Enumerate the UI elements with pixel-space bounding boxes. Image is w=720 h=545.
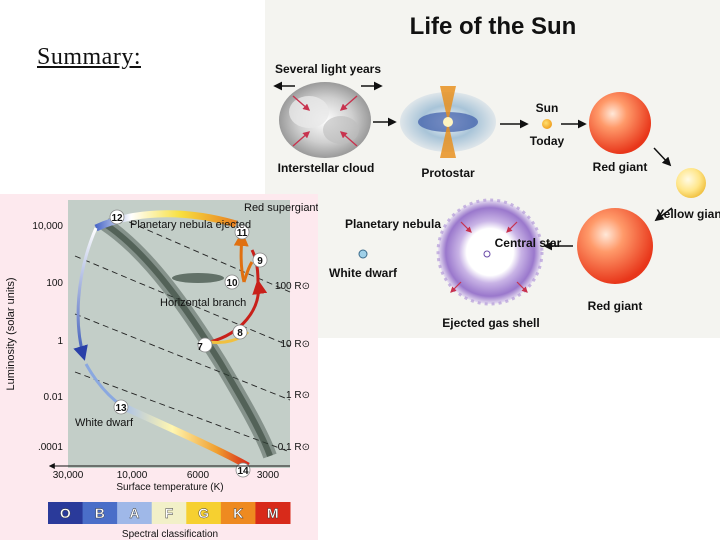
stage-label-10: 10	[226, 278, 238, 289]
protostar-label: Protostar	[421, 166, 475, 180]
radius-label-1: 1 R⊙	[286, 390, 310, 401]
y-tick-0-0001: .0001	[38, 442, 63, 453]
y-tick-10000: 10,000	[32, 221, 63, 232]
spectral-class-swatch-g	[186, 502, 222, 524]
spectral-class-label-b: B	[95, 505, 105, 521]
radius-label-100: 100 R⊙	[275, 281, 310, 292]
planetary-nebula-image	[436, 198, 544, 306]
x-tick-3000: 3000	[257, 470, 280, 481]
stage-marker-8	[232, 324, 248, 340]
spectral-class-label-k: K	[233, 505, 243, 521]
sun-image	[542, 119, 552, 129]
white-dwarf-descent-arc	[73, 227, 98, 361]
life-of-sun-diagram: Life of the Sun Several light years Inte…	[273, 13, 720, 330]
planetary-nebula-label: Planetary nebula	[345, 217, 441, 231]
spectral-class-swatch-f	[151, 502, 187, 524]
stage-label-7: 7	[197, 342, 203, 353]
red-giant-branch-track	[209, 279, 268, 344]
central-star-dot	[483, 250, 491, 258]
stage-marker-10	[224, 274, 240, 290]
red-giant-label-2: Red giant	[588, 299, 643, 313]
protostar-image	[400, 86, 496, 158]
today-label: Today	[530, 134, 565, 148]
stage-label-13: 13	[115, 403, 127, 414]
life-of-sun-panel: Life of the Sun Several light years Inte…	[265, 0, 720, 338]
red-supergiant-label: Red supergiant	[244, 202, 318, 214]
stage-marker-12	[109, 209, 125, 225]
arrow-red-giant-to-yellow-giant	[653, 147, 672, 167]
stage-marker-13	[113, 399, 129, 415]
spectral-class-label-m: M	[267, 505, 279, 521]
interstellar-cloud-image	[279, 82, 371, 158]
slide-heading: Summary:	[37, 44, 141, 70]
x-tick-30000: 30,000	[53, 470, 84, 481]
spectral-class-label-f: F	[165, 505, 174, 521]
spectral-class-label-a: A	[129, 505, 139, 521]
stage-label-8: 8	[237, 328, 243, 339]
stage-marker-11	[234, 224, 250, 240]
red-giant-image-1	[589, 92, 651, 154]
red-giant-label-1: Red giant	[593, 160, 648, 174]
white-dwarf-cooling-track	[120, 402, 250, 470]
central-star-label: Central star	[495, 236, 562, 250]
spectral-classification-label: Spectral classification	[122, 529, 218, 540]
life-of-sun-title: Life of the Sun	[410, 13, 577, 40]
yellow-giant-label-line: Yellow giant	[656, 207, 720, 221]
y-tick-100: 100	[46, 278, 63, 289]
sun-label: Sun	[536, 101, 559, 115]
white-dwarf-image	[358, 249, 368, 259]
x-tick-6000: 6000	[187, 470, 210, 481]
white-dwarf-label: White dwarf	[329, 266, 398, 280]
y-axis-label: Luminosity (solar units)	[5, 277, 17, 390]
hr-diagram: 7 8 9 10 11 12 13 14 Planetary nebula ej…	[5, 200, 319, 540]
planetary-nebula-track	[94, 210, 237, 232]
x-tick-10000: 10,000	[117, 470, 148, 481]
x-axis-label: Surface temperature (K)	[116, 482, 223, 493]
hr-diagram-panel: 7 8 9 10 11 12 13 14 Planetary nebula ej…	[0, 194, 319, 540]
arrow-yellow-giant-to-red-giant	[654, 207, 673, 222]
stage-marker-7	[197, 337, 213, 353]
light-years-label: Several light years	[275, 62, 381, 76]
yellow-giant-image	[676, 168, 706, 198]
red-giant-image-2	[577, 208, 653, 284]
spectral-class-label-g: G	[198, 505, 209, 521]
y-tick-1: 1	[57, 336, 63, 347]
spectral-class-swatch-m	[255, 502, 291, 524]
nebula-ejected-label-1: Planetary nebula ejected	[130, 219, 251, 231]
spectral-class-swatch-b	[82, 502, 118, 524]
white-dwarf-region-label: White dwarf	[75, 417, 134, 429]
spectral-class-swatch-o	[48, 502, 84, 524]
spectral-class-label-o: O	[60, 505, 71, 521]
stage-label-9: 9	[257, 256, 263, 267]
horizontal-branch-label: Horizontal branch	[160, 297, 246, 309]
radius-label-0-1: 0.1 R⊙	[278, 442, 310, 453]
stage-label-12: 12	[111, 213, 123, 224]
interstellar-cloud-label: Interstellar cloud	[278, 161, 375, 175]
stage-label-11: 11	[237, 228, 248, 239]
spectral-class-swatch-k	[220, 502, 256, 524]
horizontal-branch-band	[172, 273, 224, 283]
stage-label-14: 14	[237, 466, 249, 477]
ejected-gas-shell-label: Ejected gas shell	[442, 316, 539, 330]
radius-label-10: 10 R⊙	[280, 339, 310, 350]
stage-marker-9	[252, 252, 268, 268]
spectral-class-swatch-a	[117, 502, 153, 524]
y-tick-0-01: 0.01	[44, 392, 64, 403]
